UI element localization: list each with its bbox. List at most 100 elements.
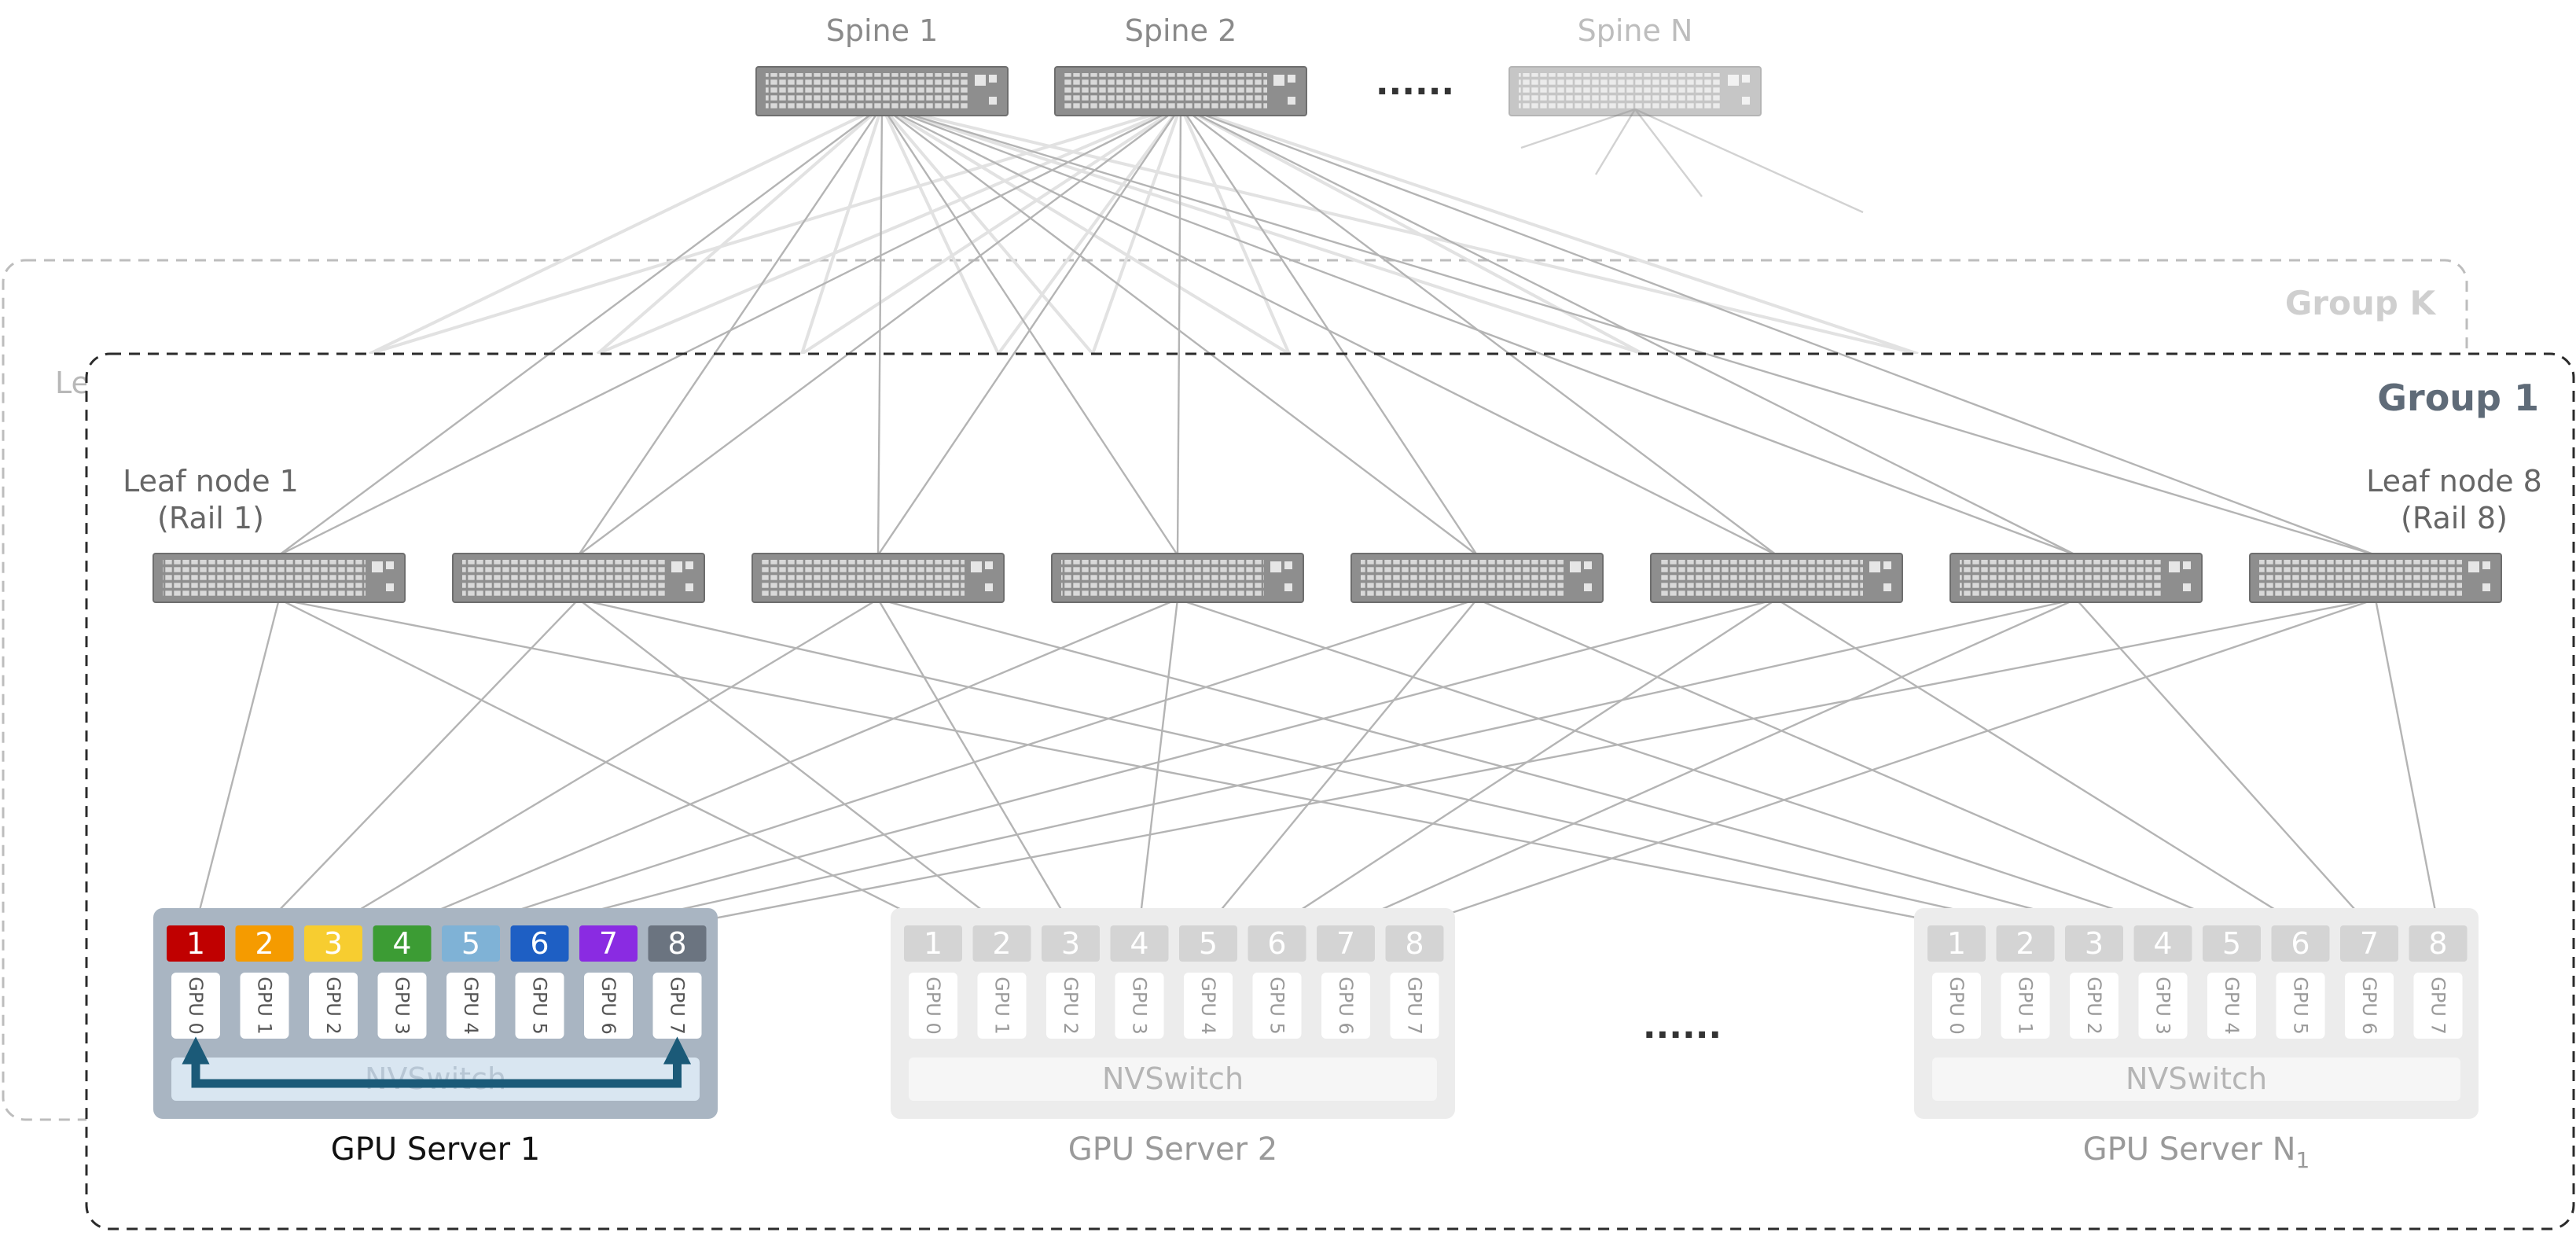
gpu-server-2-gpu-5 bbox=[1252, 973, 1302, 1039]
gpu-server-1-gpu-5 bbox=[515, 973, 564, 1039]
spine-1-group-k-link-8 bbox=[881, 105, 1919, 355]
leaf-switch-1-mgmt-port bbox=[386, 561, 394, 569]
spine-1-group-k-link-5 bbox=[880, 105, 1094, 355]
gpu-server-1-gpu-0 bbox=[171, 973, 220, 1039]
gpu-server-3-nic-4-label: 4 bbox=[2153, 926, 2172, 961]
gpu-server-3-nvswitch bbox=[1932, 1058, 2460, 1101]
leaf-layer bbox=[153, 553, 2502, 603]
spine-switch-2-console-port bbox=[1288, 97, 1295, 105]
gpu-server-1-gpu-6-label: GPU 6 bbox=[597, 977, 619, 1035]
gpu-server-3-nic-6-label: 6 bbox=[2291, 926, 2310, 961]
gpu-server-1-gpu-3 bbox=[377, 973, 427, 1039]
spine-switch-3-mgmt-port bbox=[1742, 75, 1750, 83]
leaf-6-server-2-link bbox=[1276, 598, 1777, 927]
spine-2-group-k-link-2 bbox=[597, 105, 1181, 355]
leaf-switch-2 bbox=[452, 553, 705, 603]
gpu-server-3-nic-5 bbox=[2203, 925, 2261, 962]
leaf-6-server-3-link bbox=[1776, 598, 2302, 927]
leaf-8-server-2-link bbox=[1414, 598, 2376, 927]
gpu-server-3-nic-7-label: 7 bbox=[2360, 926, 2379, 961]
leaf-switch-3 bbox=[751, 553, 1005, 603]
gpu-server-2-nic-6 bbox=[1248, 925, 1306, 962]
leaf-1-server-3-link bbox=[278, 598, 1957, 927]
leaf-switch-3-console-port bbox=[985, 583, 993, 591]
spine-switch-3-console-port bbox=[1742, 97, 1750, 105]
group-1-title: Group 1 bbox=[2377, 377, 2539, 419]
spine-switch-1 bbox=[755, 66, 1009, 116]
spine-1-leaf-1-link bbox=[278, 105, 883, 556]
leaf-switch-4-port-panel bbox=[1061, 560, 1264, 596]
spine-n-stub-link-4 bbox=[1634, 108, 1864, 214]
leaf-switch-4-mgmt-port bbox=[1284, 561, 1292, 569]
server-ellipsis: ...... bbox=[1643, 1006, 1722, 1047]
gpu-server-3-gpu-2-label: GPU 2 bbox=[2083, 977, 2105, 1035]
leaf-2-server-3-link bbox=[578, 598, 2026, 927]
gpu-server-3-nic-3-label: 3 bbox=[2085, 926, 2104, 961]
gpu-server-2-nic-3 bbox=[1042, 925, 1100, 962]
spine-n-stub-link-2 bbox=[1594, 109, 1637, 175]
gpu-server-2-nic-2 bbox=[972, 925, 1031, 962]
gpu-server-1-nic-6 bbox=[510, 925, 569, 962]
leaf-label-first: Leaf node 1 (Rail 1) bbox=[123, 464, 299, 535]
gpu-server-1-nic-3 bbox=[304, 925, 362, 962]
spine-n-stub-link-3 bbox=[1634, 109, 1703, 197]
spine-2-leaf-6-link bbox=[1180, 105, 1777, 556]
spine-2-group-k-link-6 bbox=[1179, 105, 1291, 355]
gpu-server-1-gpu-1-label: GPU 1 bbox=[254, 977, 276, 1035]
spine-switch-1-status-led bbox=[975, 75, 986, 86]
spine-n-links bbox=[1520, 108, 1864, 214]
spine-2-leaf-3-link bbox=[877, 105, 1181, 556]
spine-2-group-k-link-7 bbox=[1180, 105, 1644, 355]
leaf-switch-8-status-led bbox=[2468, 561, 2479, 572]
leaf-switch-8-mgmt-port bbox=[2482, 561, 2490, 569]
leaf-switch-7-status-led bbox=[2169, 561, 2180, 572]
spine-1-group-k-link-3 bbox=[800, 105, 884, 355]
gpu-server-1-gpu-5-label: GPU 5 bbox=[529, 977, 551, 1035]
gpu-server-3-gpu-1 bbox=[2001, 973, 2050, 1039]
spine-1-group-k-link-6 bbox=[880, 105, 1291, 355]
gpu-server-2-nic-7 bbox=[1317, 925, 1375, 962]
spine-switch-3 bbox=[1508, 66, 1762, 116]
gpu-server-3-gpu-5-label: GPU 5 bbox=[2290, 977, 2312, 1035]
leaf-4-server-2-link bbox=[1138, 598, 1179, 926]
gpu-server-2-nic-8-label: 8 bbox=[1405, 926, 1424, 961]
leaf-switch-5-mgmt-port bbox=[1584, 561, 1592, 569]
gpu-server-3-label-subscript: 1 bbox=[2296, 1147, 2310, 1173]
gpu-server-2-gpu-7 bbox=[1390, 973, 1439, 1039]
leaf-switch-5-status-led bbox=[1570, 561, 1581, 572]
leaf-switch-3-port-panel bbox=[762, 560, 965, 596]
leaf-switch-7-console-port bbox=[2183, 583, 2191, 591]
gpu-server-3-nic-5-label: 5 bbox=[2222, 926, 2241, 961]
gpu-server-3-gpu-4 bbox=[2207, 973, 2256, 1039]
gpu-server-1-gpu-4 bbox=[446, 973, 495, 1039]
spine-2-group-k-link-5 bbox=[1091, 105, 1182, 355]
leaf-switch-2-port-panel bbox=[462, 560, 665, 596]
gpu-server-1-gpu-3-label: GPU 3 bbox=[391, 977, 413, 1035]
spine-1-group-k-link-2 bbox=[596, 105, 884, 355]
gpu-server-2-gpu-3 bbox=[1115, 973, 1164, 1039]
gpu-server-3-label: GPU Server N1 bbox=[2083, 1131, 2310, 1173]
gpu-server-2-nic-2-label: 2 bbox=[992, 926, 1011, 961]
leaf-2-server-2-link bbox=[578, 598, 1003, 926]
nvlink-arrow bbox=[182, 1036, 692, 1088]
gpu-server-1-nic-6-label: 6 bbox=[530, 926, 549, 961]
leaf-7-server-3-link bbox=[2075, 598, 2370, 926]
gpu-server-3-nic-2-label: 2 bbox=[2016, 926, 2034, 961]
gpu-server-1-nic-7-label: 7 bbox=[599, 926, 618, 961]
gpu-server-1-nic-2-label: 2 bbox=[255, 926, 274, 961]
leaf-switch-1-status-led bbox=[372, 561, 383, 572]
gpu-server-3-gpu-6 bbox=[2345, 973, 2394, 1039]
gpu-server-2-nic-7-label: 7 bbox=[1336, 926, 1355, 961]
gpu-server-1-nic-1 bbox=[167, 925, 225, 962]
gpu-server-3-gpu-2 bbox=[2070, 973, 2118, 1039]
leaf-switch-2-mgmt-port bbox=[685, 561, 693, 569]
leaf-1-label-line2: (Rail 1) bbox=[157, 501, 264, 535]
gpu-server-1-nic-1-label: 1 bbox=[186, 926, 205, 961]
gpu-server-3-nvswitch-label: NVSwitch bbox=[2126, 1061, 2267, 1096]
gpu-server-3-gpu-6-label: GPU 6 bbox=[2358, 977, 2380, 1035]
